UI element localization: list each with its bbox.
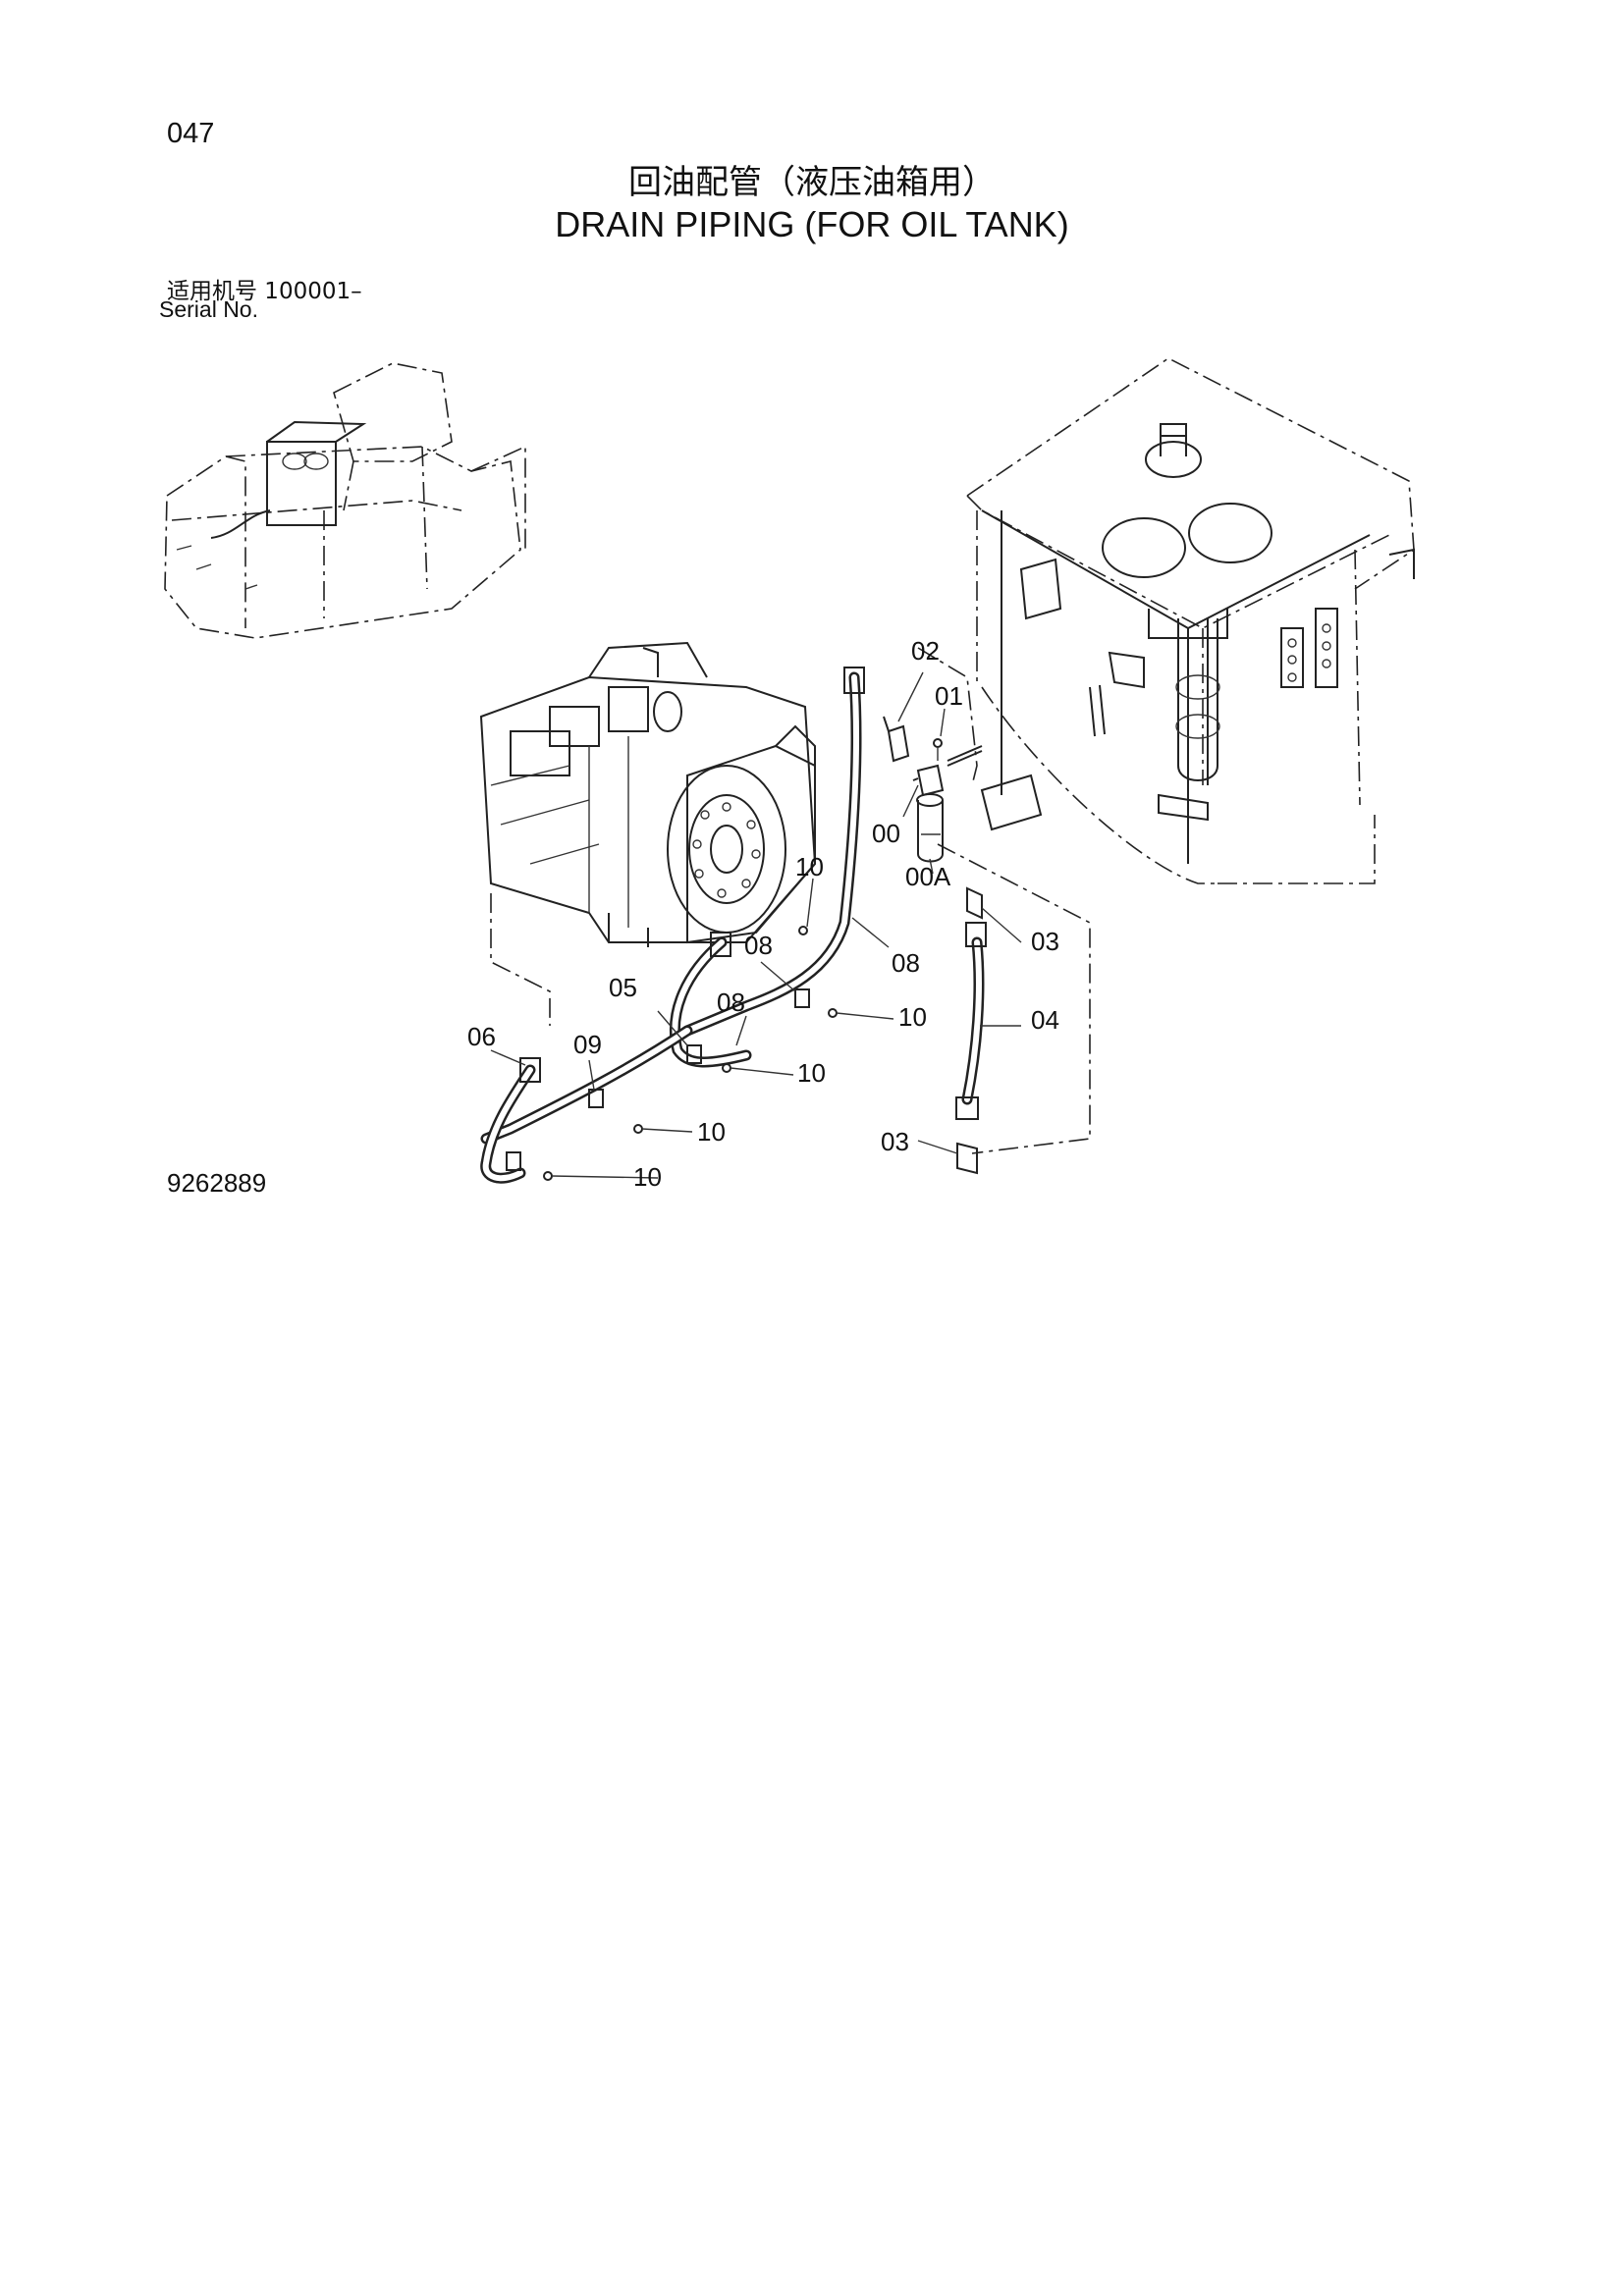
tank-cover-left — [1102, 517, 1186, 578]
page-number: 047 — [167, 118, 215, 149]
highlighted-tank-icon — [266, 441, 337, 526]
callout-08-right: 08 — [892, 948, 920, 978]
callout-00: 00 — [872, 819, 900, 848]
oil-tank — [966, 357, 1415, 884]
filter-00A — [916, 793, 944, 863]
title-english: DRAIN PIPING (FOR OIL TANK) — [555, 204, 1069, 244]
title-chinese: 回油配管（液压油箱用） — [628, 163, 996, 202]
bracket-02 — [883, 716, 910, 763]
clamps-08 — [686, 988, 810, 1064]
callout-05: 05 — [609, 973, 637, 1002]
callout-10-middle: 10 — [797, 1058, 826, 1088]
clamp-09 — [506, 1089, 604, 1171]
callout-02: 02 — [911, 636, 940, 666]
fitting-03-lower — [956, 1142, 978, 1175]
callout-03-lower: 03 — [881, 1127, 909, 1156]
callout-06: 06 — [467, 1022, 496, 1051]
callout-10-right: 10 — [898, 1002, 927, 1032]
callout-08-middle: 08 — [744, 931, 773, 960]
serial-label-chinese: 适用机号 100001– — [167, 279, 362, 304]
callout-01: 01 — [935, 681, 963, 711]
callout-labels: 02 01 00 00A 03 04 03 10 08 08 08 05 09 … — [467, 636, 1059, 1192]
locator-thumbnail — [164, 362, 526, 639]
hose-08 — [681, 667, 865, 1037]
tank-port-bracket — [980, 774, 1043, 831]
drawing-number: 9262889 — [167, 1168, 267, 1198]
hose-05 — [669, 932, 752, 1068]
callout-00A: 00A — [905, 862, 951, 891]
breather-cap — [1145, 441, 1202, 478]
adapter-00 — [912, 764, 945, 797]
hose-04 — [955, 922, 987, 1120]
hydraulic-pump-assembly — [479, 641, 817, 947]
callout-10-top: 10 — [795, 852, 824, 881]
callout-09: 09 — [573, 1030, 602, 1059]
tank-cover-right — [1188, 503, 1272, 563]
hose-06 — [480, 1057, 541, 1184]
callout-03-upper: 03 — [1031, 927, 1059, 956]
callout-04: 04 — [1031, 1005, 1059, 1035]
fitting-03-upper — [966, 886, 983, 920]
flywheel — [667, 765, 786, 934]
parts-diagram: 02 01 00 00A 03 04 03 10 08 08 08 05 09 … — [164, 357, 1415, 1192]
callout-08-lower: 08 — [717, 988, 745, 1017]
leader-lines — [490, 671, 1022, 1179]
bolt-01 — [933, 738, 983, 767]
callout-10-bottom: 10 — [633, 1162, 662, 1192]
reference-lines — [490, 647, 1091, 1154]
callout-10-lower: 10 — [697, 1117, 726, 1147]
serial-label-english: Serial No. — [159, 296, 258, 322]
